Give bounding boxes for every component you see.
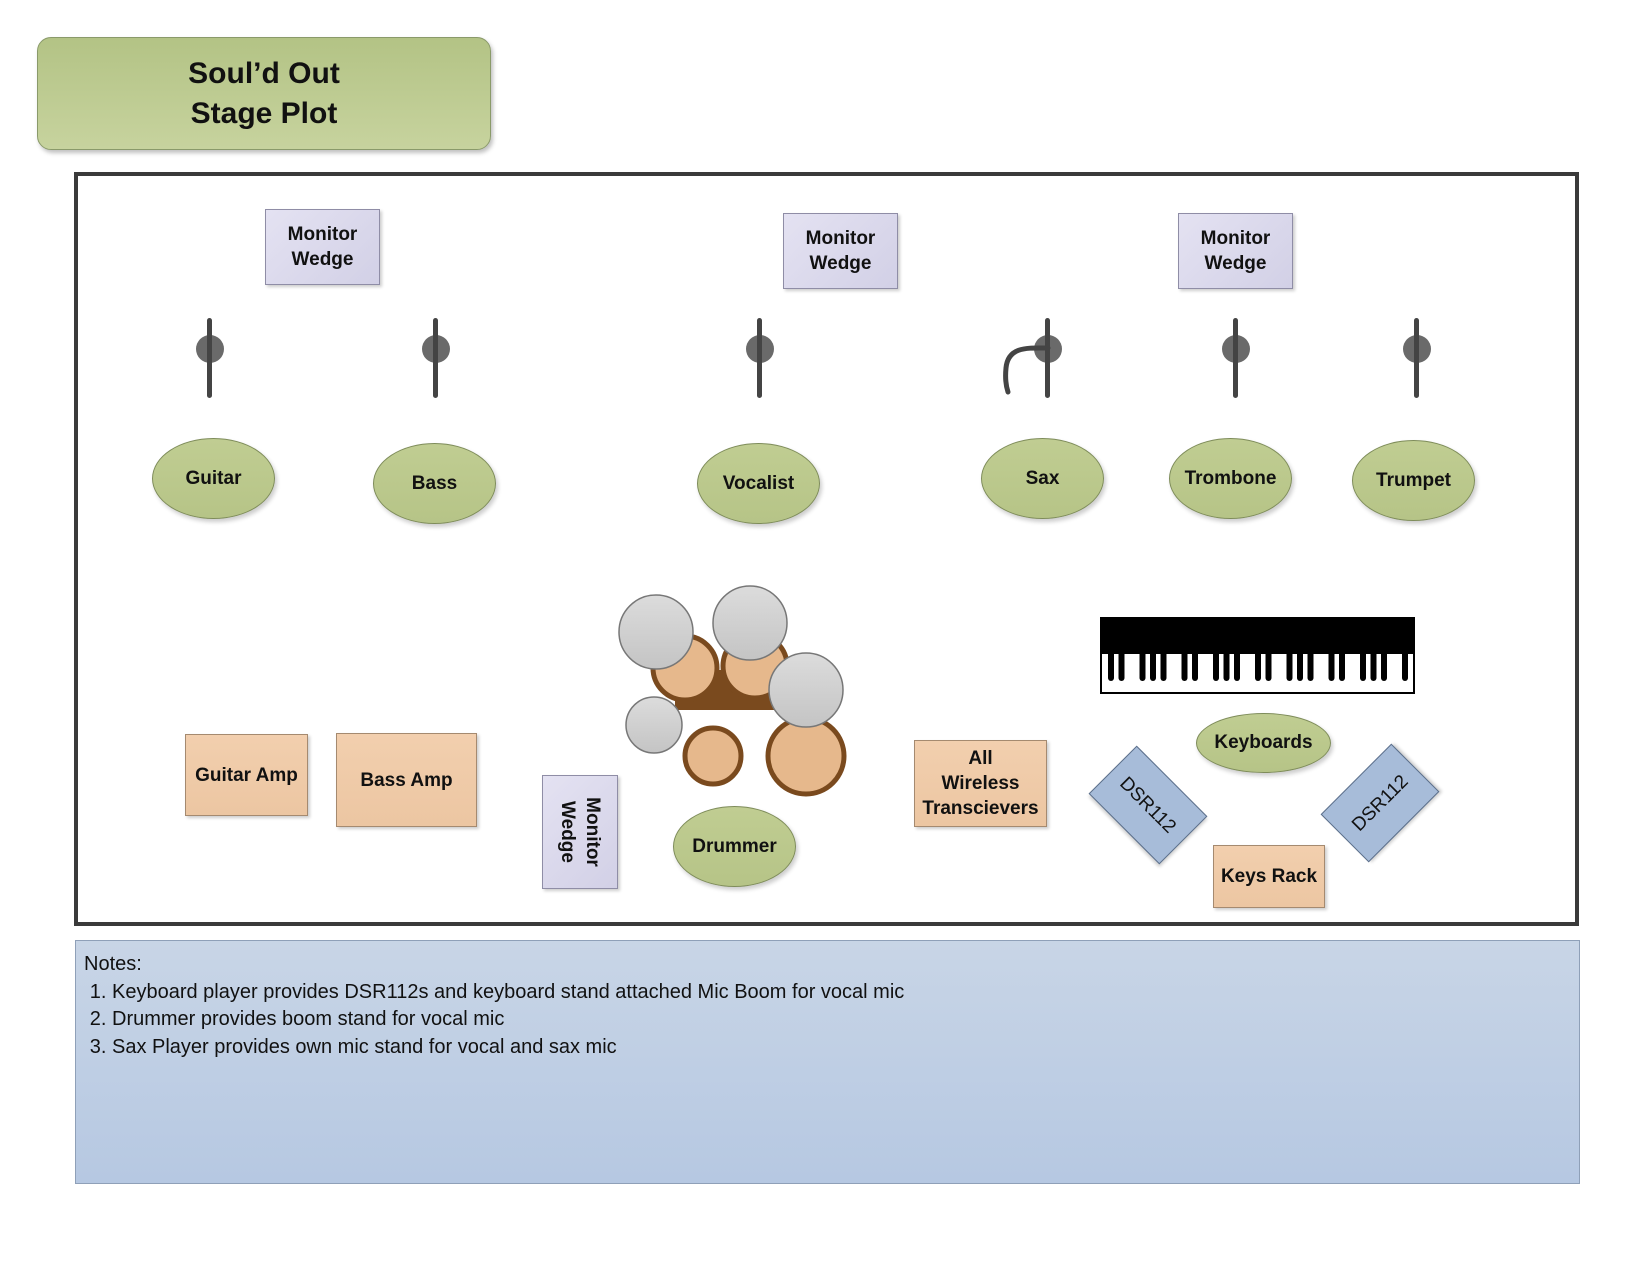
title-line-1: Soul’d Out [188, 56, 340, 90]
performer-label: Drummer [692, 835, 777, 857]
boom-mic-icon [1003, 318, 1062, 398]
performer-label: Trumpet [1376, 469, 1451, 491]
wireless-label: All [968, 748, 993, 769]
black-key [1234, 647, 1240, 681]
keys-rack-label: Keys Rack [1220, 866, 1318, 887]
keys-rack[interactable]: Keys Rack [1213, 845, 1325, 908]
monitor-label: Monitor [582, 797, 603, 867]
notes-list: Keyboard player provides DSR112s and key… [84, 979, 1571, 1062]
notes-panel: Notes: Keyboard player provides DSR112s … [75, 940, 1580, 1184]
mic-stand-icon [1222, 318, 1250, 398]
snare-drum [682, 725, 744, 787]
amp-label: Bass Amp [360, 769, 453, 791]
monitor-label: Wedge [291, 249, 354, 270]
speaker-label: DSR112 [1347, 770, 1413, 836]
drum-kit-icon [618, 585, 847, 797]
mic-stand-icon [746, 318, 774, 398]
black-key [1381, 647, 1387, 681]
stage-area [74, 172, 1579, 926]
black-key [1150, 647, 1156, 681]
performer-label: Keyboards [1214, 732, 1313, 753]
wireless-label: Transcievers [922, 798, 1039, 819]
note-item: Keyboard player provides DSR112s and key… [112, 979, 1571, 1007]
black-key [1360, 647, 1366, 681]
black-key [1402, 647, 1408, 681]
title-line-2: Stage Plot [190, 96, 338, 130]
monitor-label: Wedge [1204, 253, 1267, 274]
performer-sax[interactable]: Sax [981, 438, 1104, 519]
monitor-label: Monitor [1200, 228, 1271, 249]
black-key [1307, 647, 1314, 681]
black-key [1181, 647, 1188, 681]
hi-hat [625, 696, 683, 754]
black-key [1213, 647, 1219, 681]
performer-label: Trombone [1184, 467, 1277, 489]
performer-trombone[interactable]: Trombone [1169, 438, 1292, 519]
note-item: Drummer provides boom stand for vocal mi… [112, 1006, 1571, 1034]
black-key [1265, 647, 1272, 681]
cymbal [712, 585, 788, 661]
monitor-label: Wedge [809, 253, 872, 274]
performer-label: Sax [1025, 467, 1060, 489]
title-box: Soul’d Out Stage Plot [37, 37, 491, 150]
monitor-label: Monitor [805, 228, 876, 249]
guitar-amp[interactable]: Guitar Amp [185, 734, 308, 816]
black-key [1255, 647, 1261, 681]
floor-tom-drum [765, 715, 847, 797]
performer-label: Guitar [185, 467, 242, 489]
black-key [1286, 647, 1293, 681]
black-key [1118, 647, 1125, 681]
black-key [1339, 647, 1345, 681]
performer-drummer[interactable]: Drummer [673, 806, 796, 887]
bass-amp[interactable]: Bass Amp [336, 733, 477, 827]
mic-stand-icon [196, 318, 224, 398]
black-key [1328, 647, 1335, 681]
mic-stand-icon [1403, 318, 1431, 398]
keyboard-icon [1100, 617, 1415, 694]
mic-stand-icon [422, 318, 450, 398]
wireless-label: Wireless [941, 773, 1020, 794]
black-key [1297, 647, 1303, 681]
monitor-label: Monitor [287, 224, 358, 245]
performer-keyboards[interactable]: Keyboards [1196, 713, 1331, 773]
monitor-label: Wedge [557, 801, 578, 863]
performer-label: Vocalist [722, 472, 795, 494]
black-key [1192, 647, 1198, 681]
performer-label: Bass [411, 472, 458, 494]
performer-bass[interactable]: Bass [373, 443, 496, 524]
performer-guitar[interactable]: Guitar [152, 438, 275, 519]
black-key [1108, 647, 1114, 681]
performer-trumpet[interactable]: Trumpet [1352, 440, 1475, 521]
performer-vocalist[interactable]: Vocalist [697, 443, 820, 524]
black-key [1139, 647, 1146, 681]
notes-heading: Notes: [84, 953, 142, 975]
black-key [1370, 647, 1377, 681]
black-key [1160, 647, 1167, 681]
note-item: Sax Player provides own mic stand for vo… [112, 1034, 1571, 1062]
cymbal [768, 652, 844, 728]
amp-label: Guitar Amp [195, 764, 298, 786]
speaker-label: DSR112 [1115, 772, 1181, 838]
cymbal [618, 594, 694, 670]
black-key [1223, 647, 1230, 681]
